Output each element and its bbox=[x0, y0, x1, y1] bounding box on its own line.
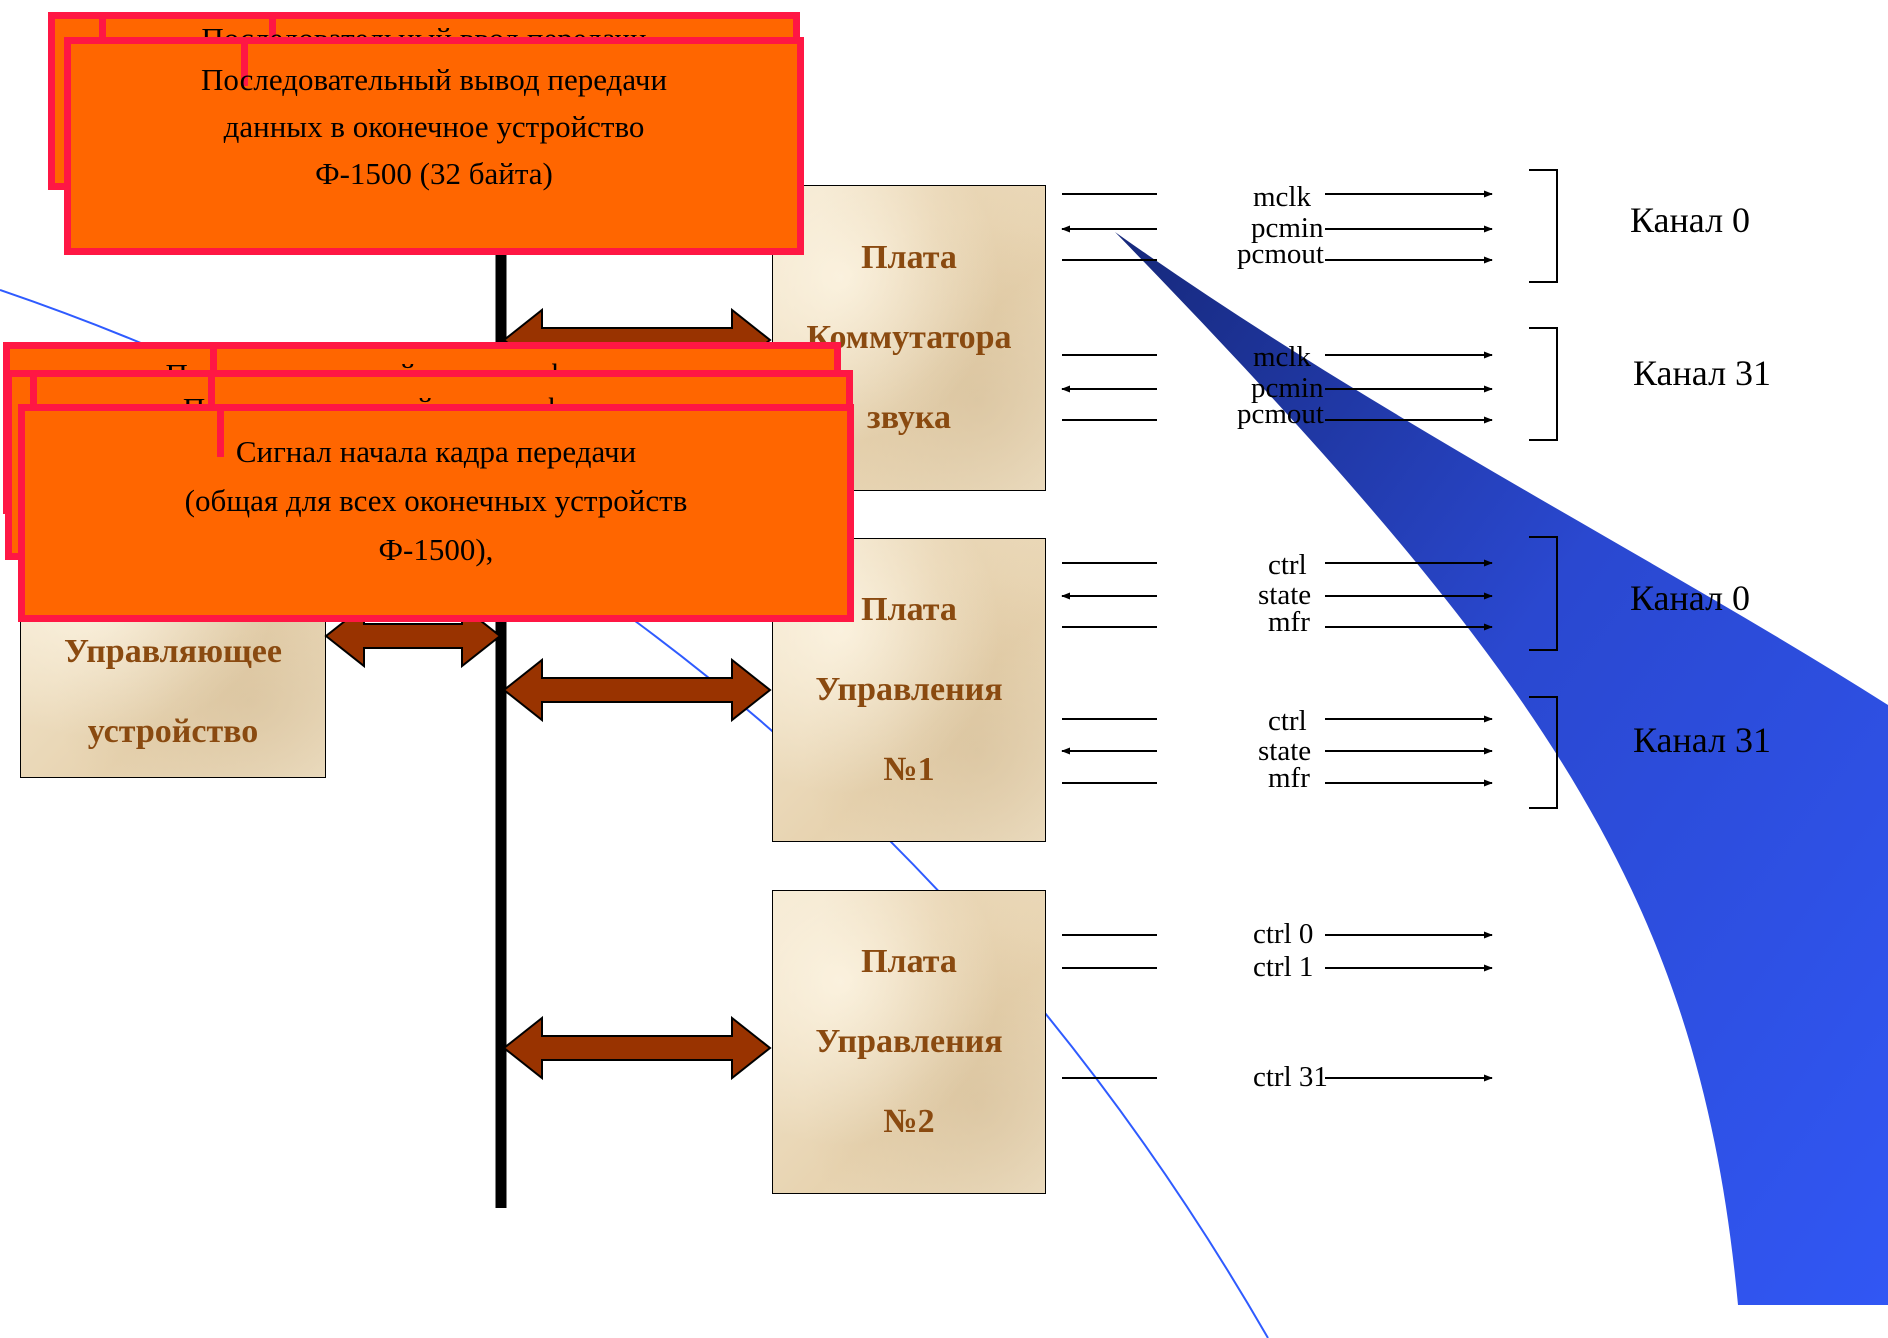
signal-label: pcmin bbox=[1251, 212, 1324, 244]
signal-label: ctrl bbox=[1268, 705, 1307, 737]
bus-arrow-control-board-1 bbox=[502, 657, 772, 723]
signal-label: state bbox=[1258, 735, 1312, 767]
signal-wires bbox=[1061, 190, 1493, 1082]
signal-label: ctrl bbox=[1268, 549, 1307, 581]
callout-frame-start-line-2: (общая для всех оконечных устройств bbox=[184, 483, 688, 518]
channel-bracket bbox=[1529, 169, 1558, 283]
callout-serial-output-line-2: данных в оконечное устройство bbox=[223, 109, 645, 144]
signal-label: ctrl 0 bbox=[1253, 918, 1314, 950]
callout-frame-start: Сигнал начала кадра передачи (общая для … bbox=[18, 404, 854, 622]
control-unit-line-1: Управляющее bbox=[64, 632, 282, 670]
signal-label: pcmin bbox=[1251, 372, 1324, 404]
control-board-2: Плата Управления №2 bbox=[772, 890, 1046, 1194]
channel-label: Канал 0 bbox=[1630, 578, 1751, 618]
signal-label: pcmout bbox=[1237, 398, 1324, 430]
bus-arrow-control-board-2 bbox=[502, 1015, 772, 1081]
control-board-2-line-2: Управления bbox=[815, 1023, 1003, 1060]
channel-bracket bbox=[1529, 327, 1558, 441]
control-board-2-line-3: №2 bbox=[883, 1103, 935, 1140]
channel-bracket bbox=[1529, 696, 1558, 809]
channel-label: Канал 31 bbox=[1633, 720, 1772, 760]
callout-serial-output: Последовательный вывод передачи данных в… bbox=[64, 37, 804, 255]
bus-arrows bbox=[502, 307, 772, 1081]
switch-board-line-1: Плата bbox=[861, 239, 957, 276]
callout-serial-output-line-1: Последовательный вывод передачи bbox=[200, 62, 668, 97]
signal-label: mclk bbox=[1253, 181, 1311, 213]
channel-bracket bbox=[1529, 536, 1558, 651]
switch-board-line-3: звука bbox=[867, 399, 951, 436]
signal-label: state bbox=[1258, 579, 1312, 611]
control-board-1-line-1: Плата bbox=[861, 591, 957, 628]
channel-brackets bbox=[1529, 169, 1558, 809]
signal-label: ctrl 31 bbox=[1253, 1061, 1328, 1093]
signal-label: ctrl 1 bbox=[1253, 951, 1314, 983]
signal-label: mfr bbox=[1268, 762, 1310, 794]
signal-label: mclk bbox=[1253, 341, 1311, 373]
signal-label: pcmout bbox=[1237, 238, 1324, 270]
channel-label: Канал 0 bbox=[1630, 200, 1751, 240]
control-board-1-line-2: Управления bbox=[815, 671, 1003, 708]
control-unit-line-2: устройство bbox=[87, 712, 259, 750]
callout-frame-start-line-3: Ф-1500), bbox=[378, 532, 494, 567]
callout-frame-start-line-1: Сигнал начала кадра передачи bbox=[235, 434, 637, 469]
channel-label: Канал 31 bbox=[1633, 353, 1772, 393]
signal-label: mfr bbox=[1268, 606, 1310, 638]
decorative-swoosh bbox=[1115, 232, 1888, 1305]
callout-serial-output-line-3: Ф-1500 (32 байта) bbox=[315, 156, 553, 191]
control-board-2-line-1: Плата bbox=[861, 943, 957, 980]
control-board-1-line-3: №1 bbox=[883, 751, 935, 788]
